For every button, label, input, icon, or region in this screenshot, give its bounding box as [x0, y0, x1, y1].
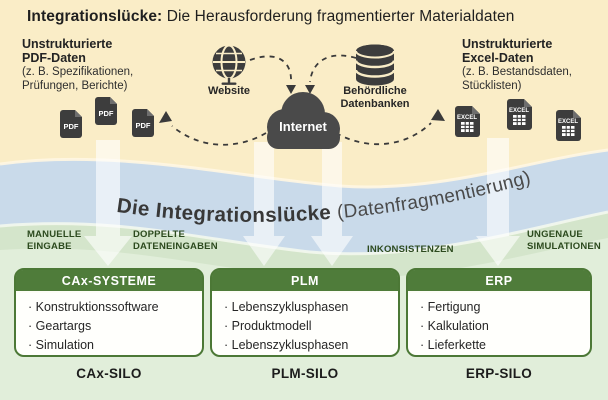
blue-band — [0, 150, 608, 254]
pdf-file-icon: PDF — [132, 109, 154, 137]
excel-file-icon: EXCEL — [455, 106, 480, 137]
risk-label-manuelle-eingabe: MANUELLE EINGABE — [27, 229, 82, 253]
database-icon — [354, 44, 396, 86]
arrowhead-down-left-icon — [286, 85, 296, 94]
silo-label-cax: CAx-SILO — [76, 366, 142, 381]
system-box-erp: ERP Fertigung Kalkulation Lieferkette — [406, 268, 592, 357]
excel-file-text: EXCEL — [509, 108, 529, 114]
list-item: Geartargs — [28, 317, 202, 336]
silo-label-plm: PLM-SILO — [271, 366, 339, 381]
system-box-erp-list: Fertigung Kalkulation Lieferkette — [420, 298, 590, 354]
dashed-link-website-internet — [249, 55, 292, 83]
dashed-link-internet-excel — [335, 122, 432, 145]
list-item: Kalkulation — [420, 317, 590, 336]
page-title-rest: Die Herausforderung fragmentierter Mater… — [162, 8, 515, 25]
excel-source-subtext: (z. B. Bestandsdaten, Stücklisten) — [462, 66, 572, 92]
database-label: Behördliche Datenbanken — [340, 85, 410, 110]
list-item: Simulation — [28, 336, 202, 355]
list-item: Lieferkette — [420, 336, 590, 355]
excel-file-text: EXCEL — [558, 119, 578, 125]
globe-icon — [212, 44, 246, 85]
pdf-file-text: PDF — [136, 121, 151, 130]
list-item: Lebenszyklusphasen — [224, 298, 398, 317]
list-item: Konstruktionssoftware — [28, 298, 202, 317]
flow-arrow-plm-left — [243, 142, 285, 266]
pdf-file-text: PDF — [64, 122, 79, 131]
system-box-cax: CAx-SYSTEME Konstruktionssoftware Gearta… — [14, 268, 204, 357]
risk-label-ungenaue-simulationen: UNGENAUE SIMULATIONEN — [527, 229, 601, 253]
flow-arrow-plm-right — [311, 142, 353, 266]
system-box-cax-list: Konstruktionssoftware Geartargs Simulati… — [28, 298, 202, 354]
page-title-bold: Integrationslücke: — [27, 8, 163, 25]
pdf-file-icons: PDF PDF PDF — [60, 97, 154, 138]
pdf-file-icon: PDF — [95, 97, 117, 125]
dashed-link-database-internet — [309, 54, 357, 83]
list-item: Produktmodell — [224, 317, 398, 336]
pdf-file-icon: PDF — [60, 110, 82, 138]
excel-file-text: EXCEL — [457, 115, 477, 121]
list-item: Fertigung — [420, 298, 590, 317]
internet-cloud-label: Internet — [279, 119, 327, 134]
system-box-plm: PLM Lebenszyklusphasen Produktmodell Leb… — [210, 268, 400, 357]
system-box-erp-title: ERP — [408, 270, 590, 293]
arrowhead-to-pdf-icon — [159, 111, 172, 123]
cloud-icon — [267, 92, 340, 149]
website-label: Website — [208, 85, 250, 97]
pdf-source-heading: Unstrukturierte PDF-Daten — [22, 37, 113, 66]
list-item: Lebenszyklusphasen — [224, 336, 398, 355]
silo-label-erp: ERP-SILO — [465, 366, 533, 381]
system-box-plm-title: PLM — [212, 270, 398, 293]
arrowhead-down-right-icon — [305, 85, 315, 94]
risk-label-inkonsistenzen: INKONSISTENZEN — [367, 244, 454, 255]
flow-arrow-erp — [476, 138, 520, 266]
excel-file-icon: EXCEL — [507, 99, 532, 130]
dashed-link-internet-pdf — [171, 125, 267, 146]
page-title: Integrationslücke: Die Herausforderung f… — [27, 8, 514, 26]
arrowhead-to-excel-icon — [431, 109, 445, 121]
pdf-file-text: PDF — [99, 109, 114, 118]
pdf-source-subtext: (z. B. Spezifikationen, Prüfungen, Beric… — [22, 66, 134, 92]
risk-label-doppelte-dateneingaben: DOPPELTE DATENEINGABEN — [133, 229, 218, 253]
excel-file-icons: EXCEL EXCEL EXCEL — [455, 99, 581, 141]
excel-file-icon: EXCEL — [556, 110, 581, 141]
system-box-cax-title: CAx-SYSTEME — [16, 270, 202, 293]
green-wave — [0, 212, 608, 279]
system-box-plm-list: Lebenszyklusphasen Produktmodell Lebensz… — [224, 298, 398, 354]
flow-arrow-cax — [84, 140, 132, 266]
excel-source-heading: Unstrukturierte Excel-Daten — [462, 37, 553, 66]
